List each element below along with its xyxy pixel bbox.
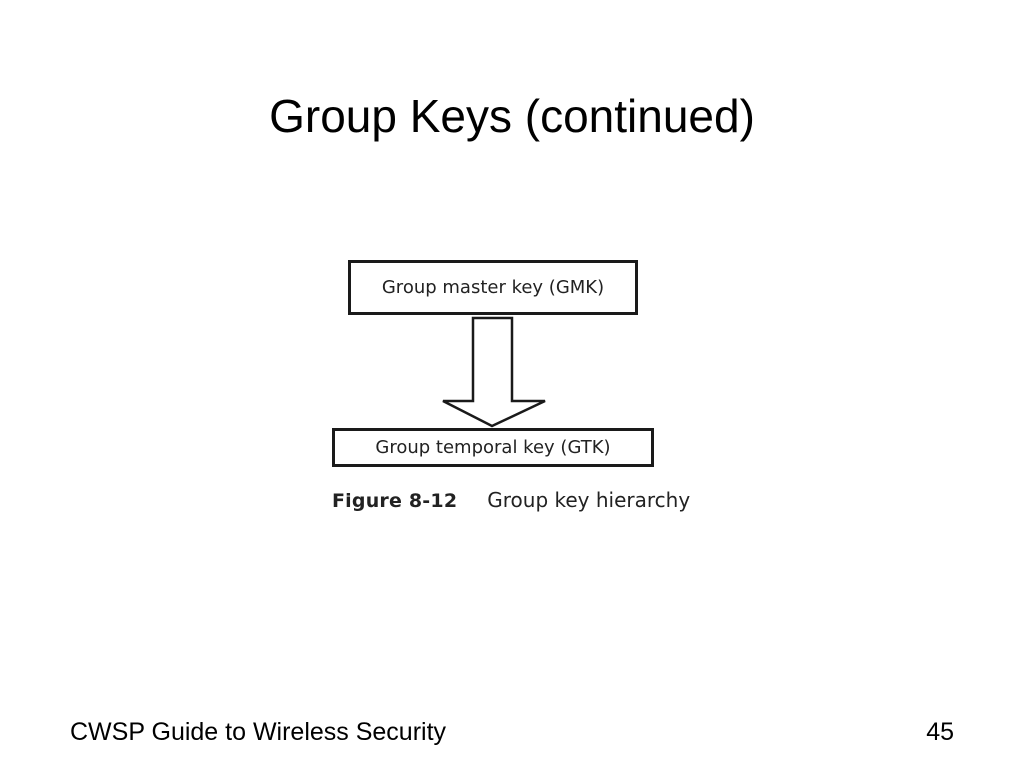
gmk-node-label: Group master key (GMK) [381,277,605,298]
gtk-node: Group temporal key (GTK) [332,428,654,467]
slide-title: Group Keys (continued) [269,90,755,142]
figure-caption: Figure 8-12 Group key hierarchy [332,486,690,514]
gmk-node: Group master key (GMK) [348,260,638,315]
figure-label: Figure 8-12 [332,490,458,512]
gtk-node-label: Group temporal key (GTK) [375,437,611,458]
footer-course-title: CWSP Guide to Wireless Security [70,718,447,746]
down-arrow [442,316,546,428]
page-number: 45 [926,718,954,746]
figure-caption-text: Group key hierarchy [487,488,691,512]
